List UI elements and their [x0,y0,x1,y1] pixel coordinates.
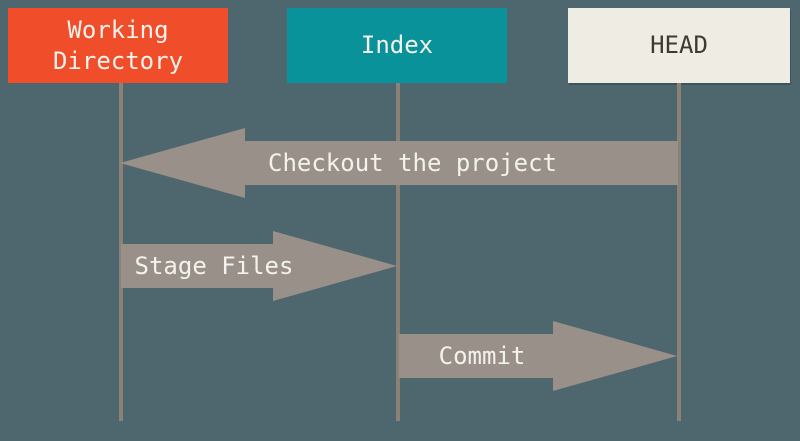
stage-files-arrow-body [121,244,274,288]
arrow-right-icon [273,231,397,301]
head-lifeline [677,83,681,421]
stage-files-arrow-label: Stage Files [134,252,294,280]
index-label: Index [360,31,434,59]
checkout-arrow-body [245,141,678,185]
arrow-right-icon [553,321,677,391]
commit-arrow-body [399,334,553,378]
head-box: HEAD [568,8,790,83]
working-directory-label: Working Directory [52,15,184,75]
commit-arrow-label: Commit [438,342,526,370]
arrow-left-icon [120,128,245,198]
index-box: Index [287,8,507,83]
index-lifeline [396,83,400,421]
working-directory-box: Working Directory [8,8,228,83]
checkout-arrow-label: Checkout the project [268,149,557,177]
head-label: HEAD [650,31,708,59]
